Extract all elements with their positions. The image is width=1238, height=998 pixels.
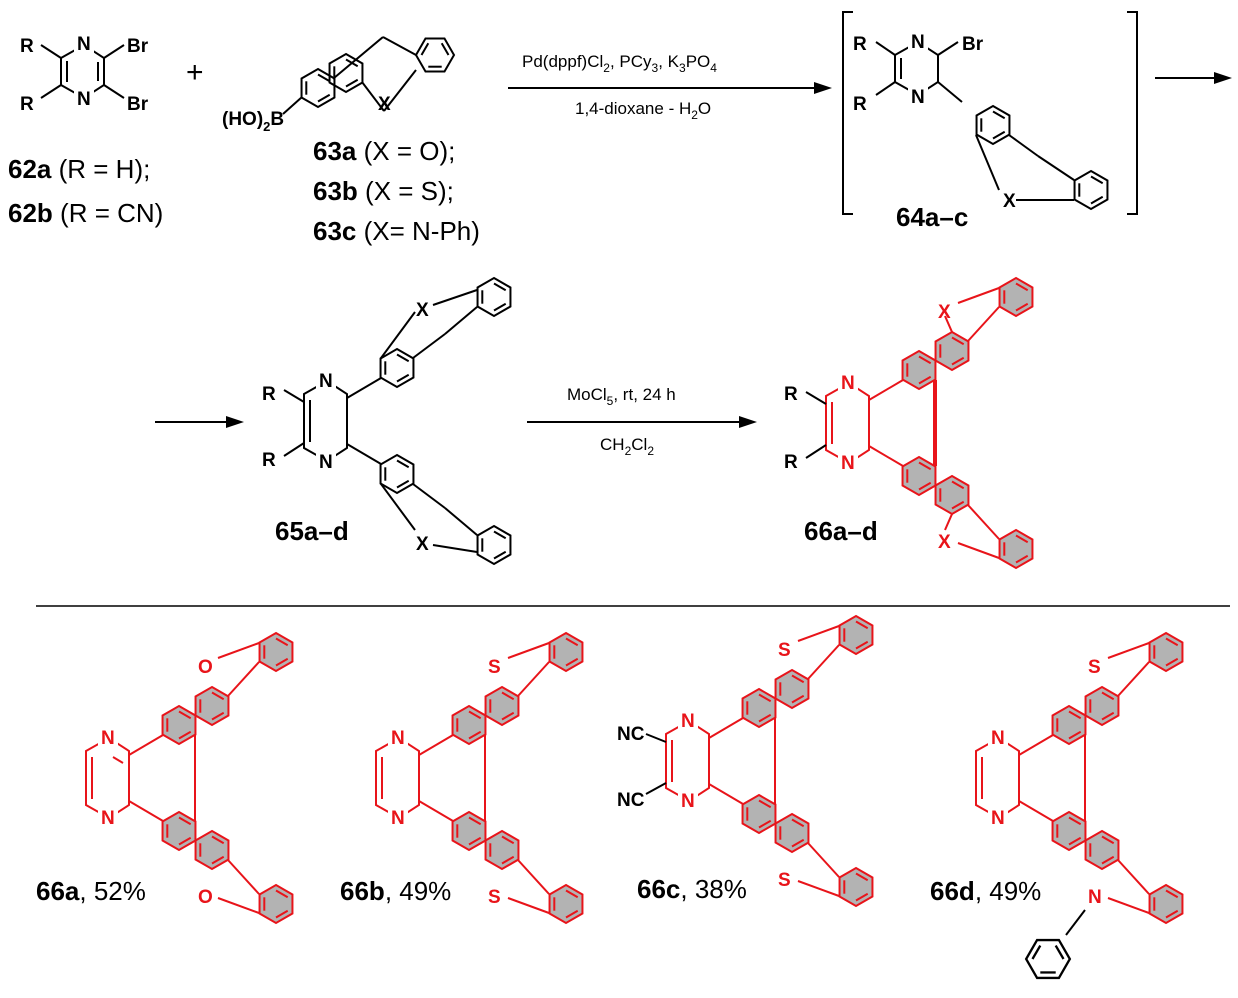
product-label-66c: 66c, 38% — [637, 874, 747, 904]
product-label-66a: 66a, 52% — [36, 876, 146, 906]
intermediate-64-structure: N N R R Br X — [842, 11, 1138, 215]
boronic-acid-ho: (HO)2B — [222, 109, 284, 134]
atom-n-bottom: N — [77, 89, 91, 110]
plus-sign: + — [186, 56, 204, 89]
atom-s-66c-bottom: S — [778, 870, 791, 891]
atom-n-66-top: N — [841, 373, 855, 394]
atom-n-64-top: N — [911, 32, 925, 53]
condition-ch2cl2: CH2Cl2 — [600, 435, 654, 458]
svg-text:N: N — [681, 711, 695, 732]
svg-text:N: N — [991, 728, 1005, 749]
atom-x-66-bottom: X — [938, 532, 951, 553]
atom-r-66-bottom: R — [784, 452, 798, 473]
cyano-bottom: NC — [617, 790, 645, 811]
compound-66-structure: N N R R X X — [784, 277, 1034, 569]
label-65: 65a–d — [275, 516, 349, 546]
atom-br-bottom: Br — [127, 94, 149, 115]
atom-x-65-bottom: X — [416, 534, 429, 555]
atom-n-64-bottom: N — [911, 87, 925, 108]
arrow-head-4 — [739, 416, 757, 428]
arrow-head-3 — [226, 416, 244, 428]
atom-r-65-bottom: R — [262, 450, 276, 471]
label-62b: 62b (R = CN) — [8, 198, 163, 228]
svg-text:N: N — [391, 728, 405, 749]
atom-o-66a-bottom: O — [198, 887, 213, 908]
atom-r-65-top: R — [262, 384, 276, 405]
cyano-top: NC — [617, 724, 645, 745]
svg-text:N: N — [681, 791, 695, 812]
label-62a: 62a (R = H); — [8, 154, 150, 184]
product-label-66d: 66d, 49% — [930, 876, 1041, 906]
label-63a: 63a (X = O); — [313, 136, 455, 166]
compound-65-structure: N N R R X X — [262, 277, 512, 565]
n-phenyl-group — [1025, 909, 1086, 980]
condition-solvent: 1,4-dioxane - H2O — [575, 99, 711, 122]
product-66d-structure: N N S N — [975, 632, 1184, 924]
condition-oxidant: MoCl5, rt, 24 h — [567, 385, 676, 408]
product-66a-structure: N N O O — [85, 632, 294, 924]
atom-x-63: X — [378, 94, 391, 115]
svg-text:N: N — [391, 808, 405, 829]
atom-n-66-bottom: N — [841, 453, 855, 474]
svg-text:N: N — [991, 808, 1005, 829]
product-66b-structure: N N S S — [375, 632, 584, 924]
atom-n-65-top: N — [319, 371, 333, 392]
product-label-66b: 66b, 49% — [340, 876, 451, 906]
atom-n-65-bottom: N — [319, 452, 333, 473]
atom-r-66-top: R — [784, 384, 798, 405]
atom-br-top: Br — [127, 36, 149, 57]
compound-63-structure: X (HO)2B — [222, 36, 455, 134]
atom-x-66-top: X — [938, 302, 951, 323]
atom-s-66d-top: S — [1088, 657, 1101, 678]
atom-s-66b-top: S — [488, 657, 501, 678]
atom-br-64: Br — [962, 34, 984, 55]
atom-s-66b-bottom: S — [488, 887, 501, 908]
label-63b: 63b (X = S); — [313, 176, 454, 206]
atom-s-66c-top: S — [778, 640, 791, 661]
arrow-head-1 — [814, 82, 832, 94]
atom-n-66d-carbazole: N — [1088, 887, 1102, 908]
atom-n-top: N — [77, 34, 91, 55]
label-64: 64a–c — [896, 202, 968, 232]
atom-r-64-top: R — [853, 34, 867, 55]
atom-r-bottom: R — [20, 94, 34, 115]
atom-x-64: X — [1003, 191, 1016, 212]
atom-r-top: R — [20, 36, 34, 57]
atom-x-65-top: X — [416, 300, 429, 321]
atom-r-64-bottom: R — [853, 94, 867, 115]
label-66: 66a–d — [804, 516, 878, 546]
arrow-head-2 — [1214, 72, 1232, 84]
compound-62-structure: N N R R Br Br — [20, 34, 149, 115]
condition-catalyst: Pd(dppf)Cl2, PCy3, K3PO4 — [522, 52, 717, 75]
svg-text:N: N — [101, 808, 115, 829]
product-66c-structure: N N NC NC S S — [617, 615, 874, 907]
atom-o-66a-top: O — [198, 657, 213, 678]
svg-text:N: N — [101, 728, 115, 749]
label-63c: 63c (X= N-Ph) — [313, 216, 480, 246]
